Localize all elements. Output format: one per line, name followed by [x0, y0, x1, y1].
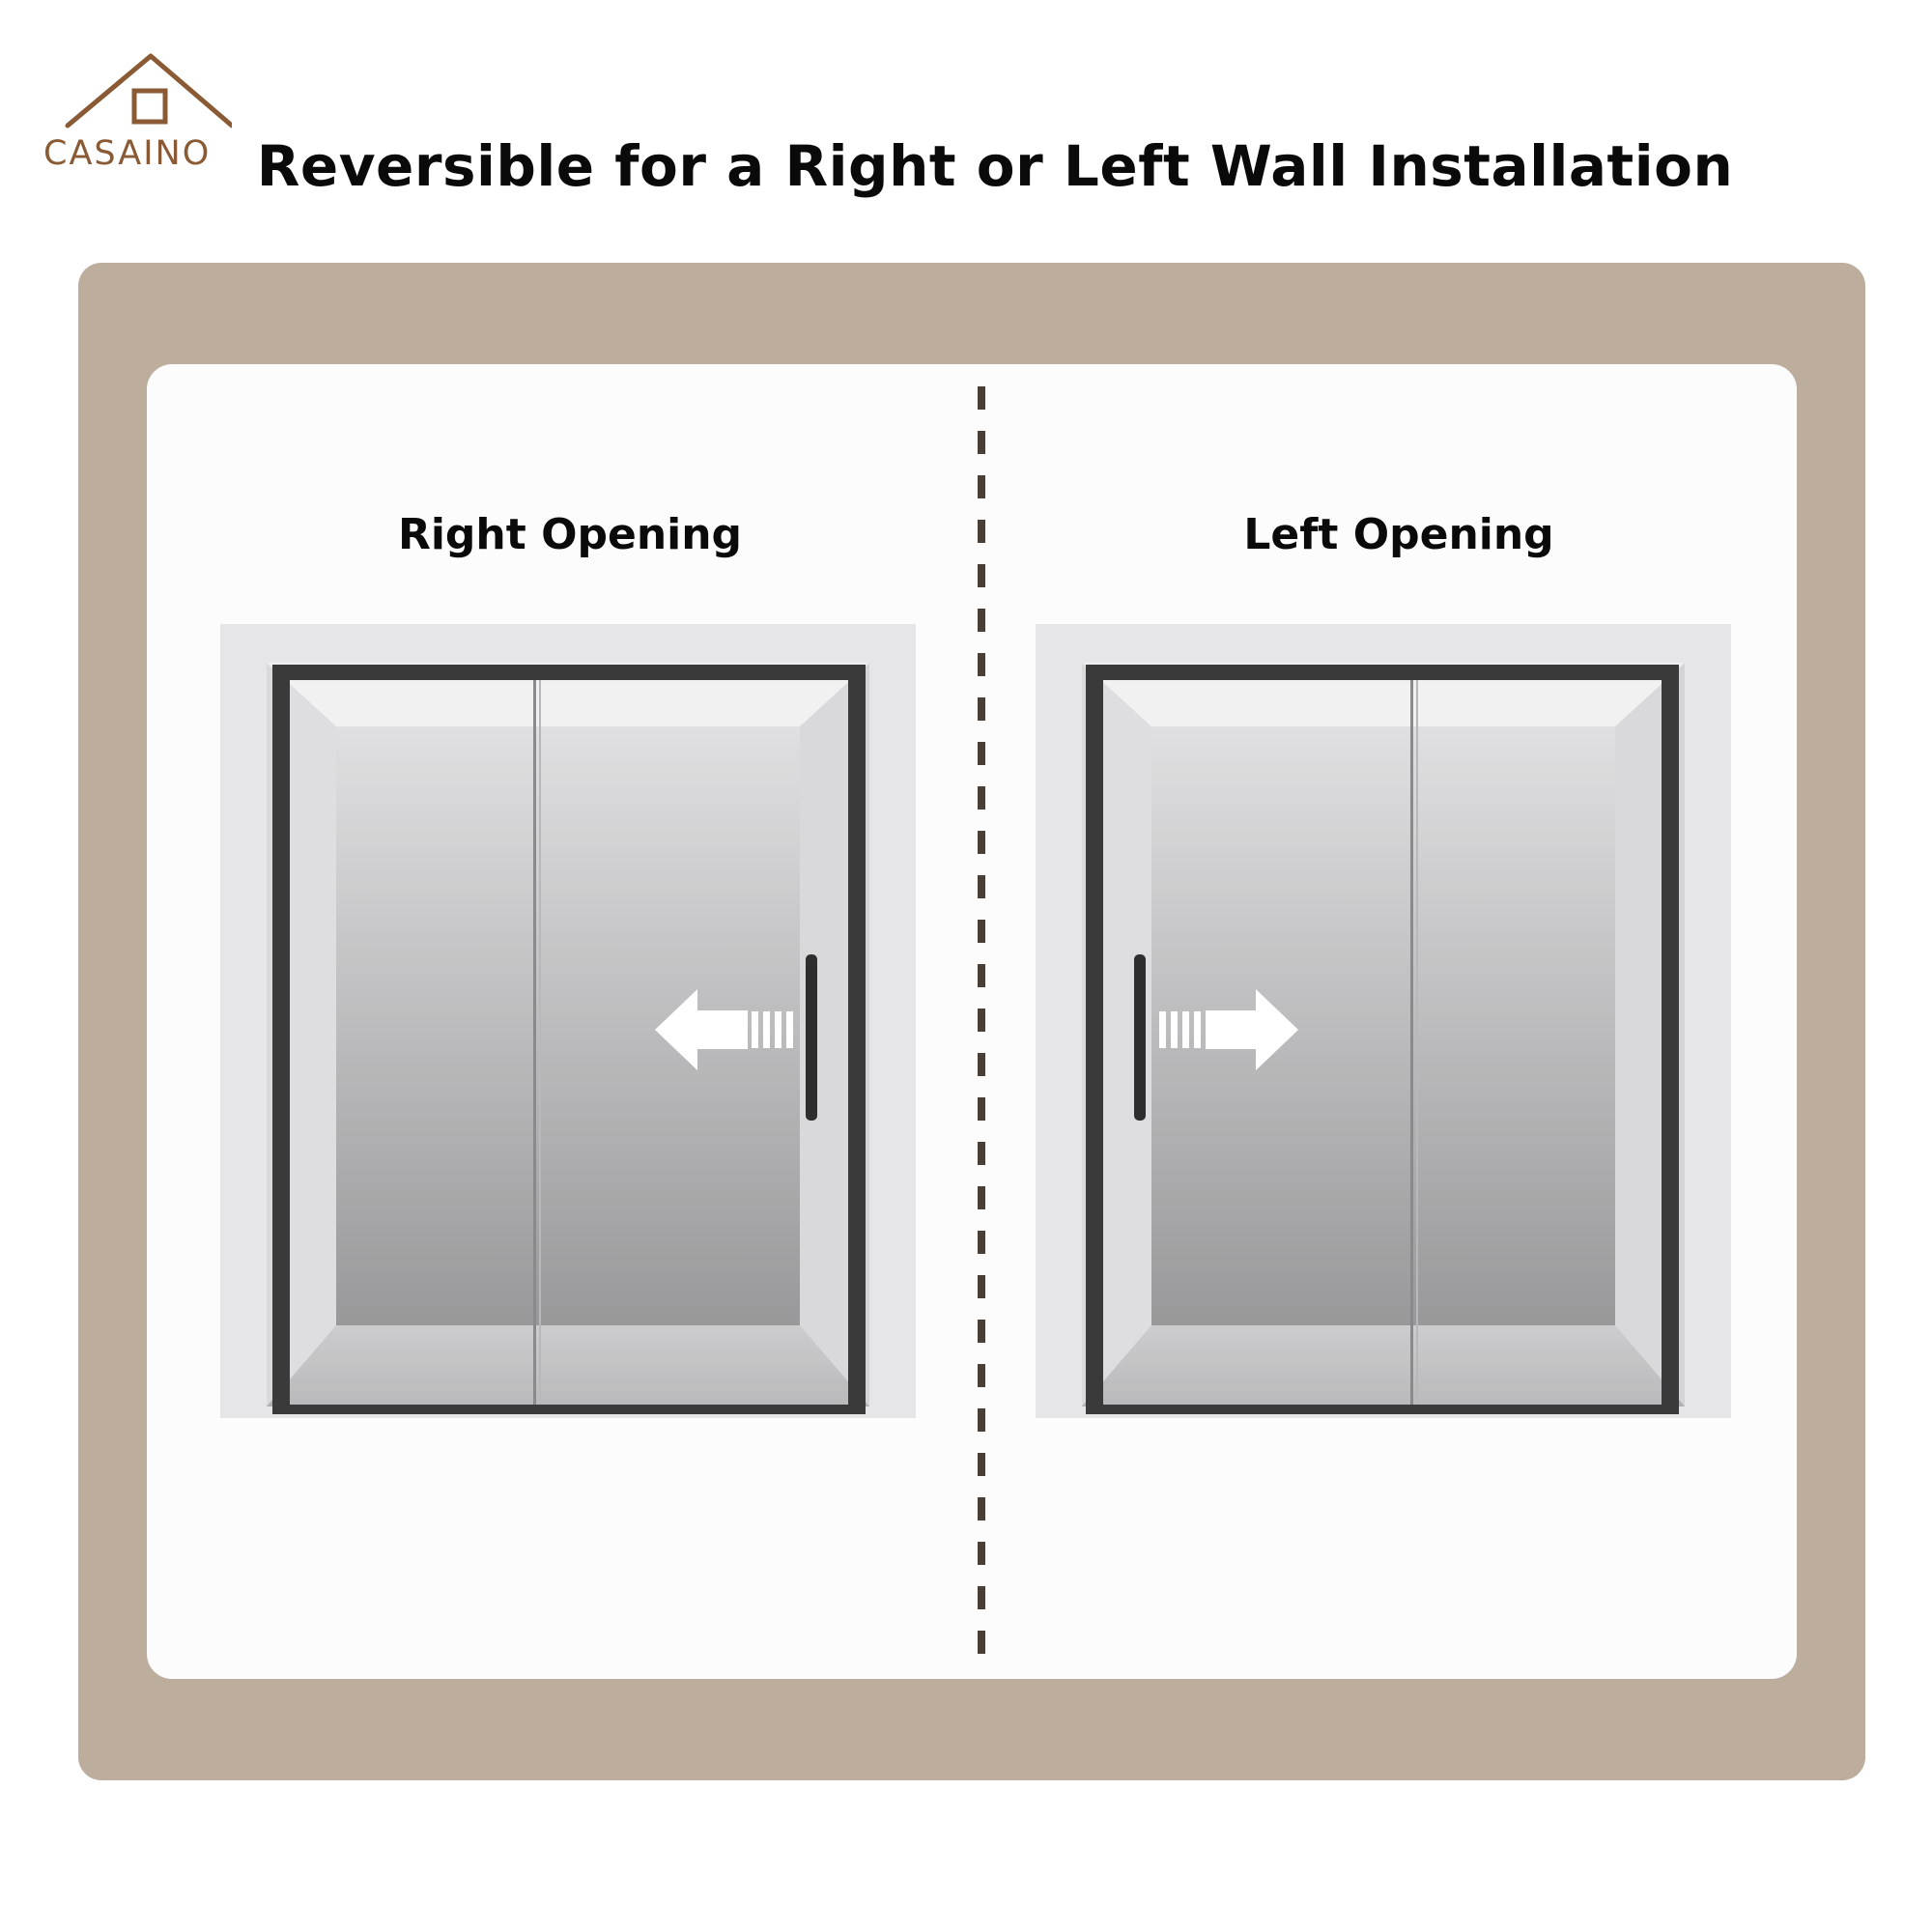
- arrow-right-icon: [1159, 989, 1298, 1070]
- dashed-divider: [978, 386, 985, 1663]
- right-opening-illustration: [220, 618, 916, 1430]
- door-handle: [1134, 954, 1146, 1121]
- left-opening-illustration: [1036, 618, 1731, 1430]
- house-roof-logo: CASAINO: [43, 53, 232, 173]
- brand-name: CASAINO: [43, 134, 211, 173]
- door-frame: [272, 665, 866, 1414]
- left-opening-label: Left Opening: [1243, 510, 1554, 559]
- arrow-left-icon: [655, 989, 793, 1070]
- door-handle: [806, 954, 817, 1121]
- page-title: Reversible for a Right or Left Wall Inst…: [256, 133, 1734, 199]
- door-frame: [1086, 665, 1679, 1414]
- shower-enclosure: [1036, 624, 1731, 1418]
- right-opening-label: Right Opening: [397, 510, 743, 559]
- brand-logo: CASAINO: [39, 50, 232, 176]
